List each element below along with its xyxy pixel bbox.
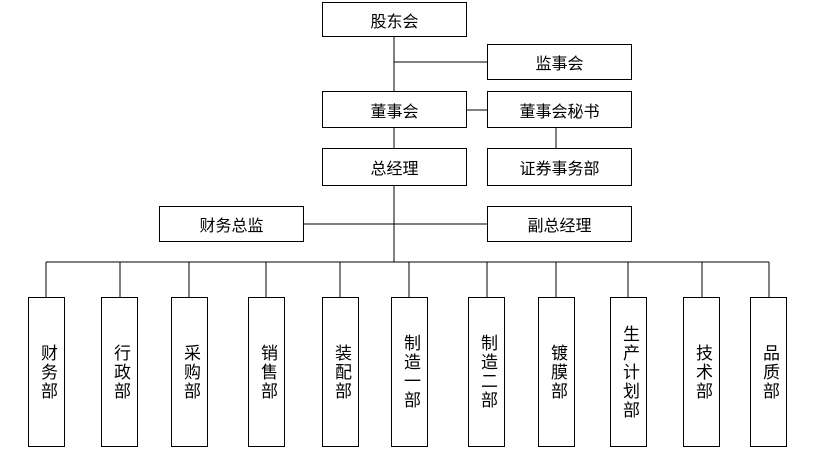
- general-manager-box: 总经理: [322, 148, 467, 186]
- dept-box: 采购部: [171, 297, 208, 447]
- dept-box: 品质部: [750, 297, 787, 447]
- board-secretary-box: 董事会秘书: [487, 91, 632, 128]
- dept-label: 销售部: [257, 343, 277, 401]
- dept-label: 生产计划部: [619, 324, 639, 420]
- finance-director-label: 财务总监: [199, 216, 264, 235]
- board-label: 董事会: [370, 101, 419, 121]
- dept-box: 镀膜部: [538, 297, 575, 447]
- general-manager-label: 总经理: [370, 159, 419, 178]
- board-box: 董事会: [322, 91, 467, 128]
- supervisors-box: 监事会: [487, 44, 632, 80]
- dept-box: 销售部: [248, 297, 285, 447]
- finance-director-box: 财务总监: [159, 206, 304, 242]
- supervisors-label: 监事会: [535, 54, 584, 73]
- dept-label: 镀膜部: [547, 343, 567, 401]
- dept-label: 品质部: [759, 343, 779, 401]
- dept-box: 财务部: [28, 297, 65, 447]
- securities-dept-label: 证券事务部: [519, 159, 600, 178]
- dept-box: 生产计划部: [610, 297, 647, 447]
- securities-dept-box: 证券事务部: [487, 148, 632, 186]
- dept-label: 制造二部: [477, 334, 497, 410]
- dept-label: 技术部: [692, 343, 712, 401]
- dept-label: 财务部: [37, 343, 57, 401]
- shareholders-box: 股东会: [322, 2, 467, 37]
- dept-label: 装配部: [331, 343, 351, 401]
- dept-box: 技术部: [683, 297, 720, 447]
- dept-box: 装配部: [322, 297, 359, 447]
- dept-label: 采购部: [180, 343, 200, 401]
- deputy-gm-label: 副总经理: [527, 216, 592, 235]
- dept-box: 制造二部: [468, 297, 505, 447]
- dept-box: 制造一部: [391, 297, 428, 447]
- dept-label: 行政部: [110, 343, 130, 401]
- board-secretary-label: 董事会秘书: [519, 101, 600, 121]
- shareholders-label: 股东会: [370, 11, 419, 31]
- deputy-gm-box: 副总经理: [487, 206, 632, 242]
- dept-label: 制造一部: [400, 334, 420, 410]
- dept-box: 行政部: [101, 297, 138, 447]
